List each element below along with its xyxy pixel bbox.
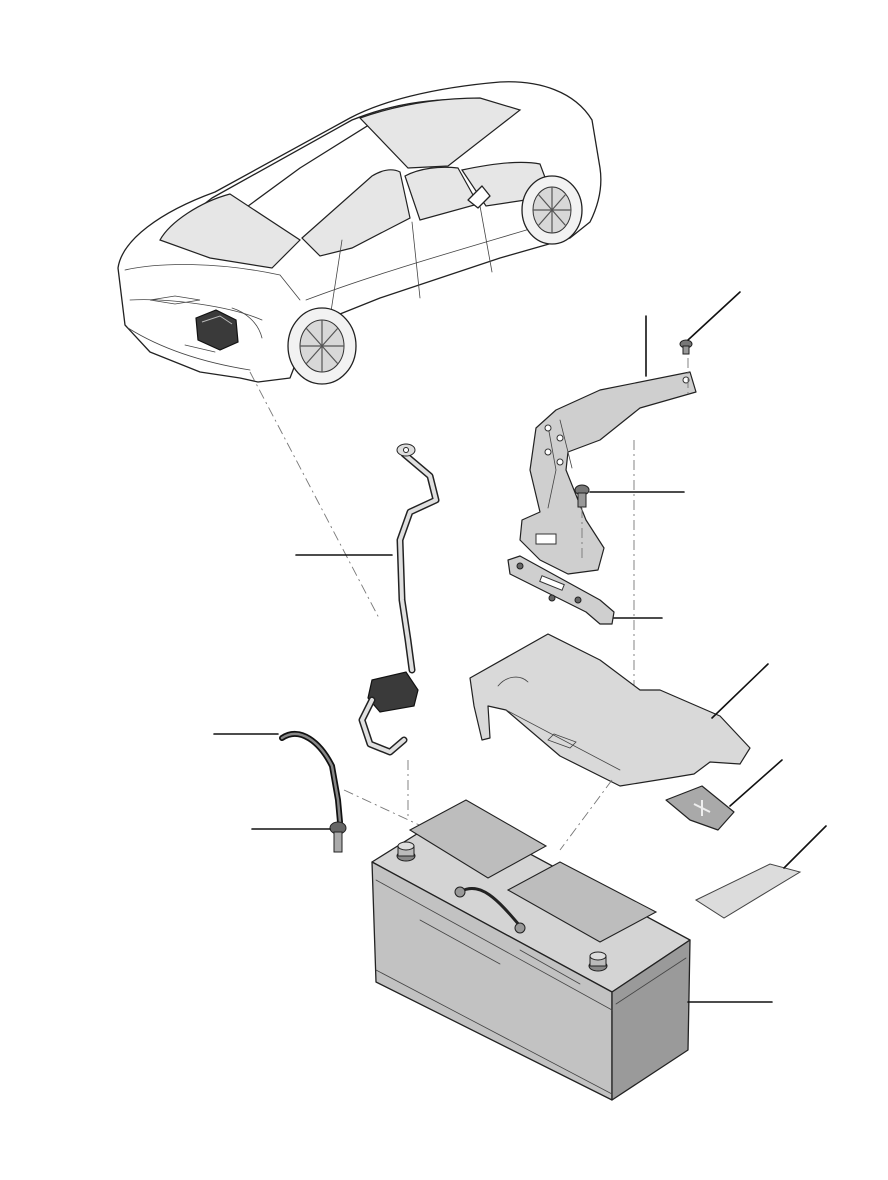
clamp-plate [507, 555, 615, 625]
ground-strap [279, 730, 343, 825]
battery-tray-cover [469, 633, 751, 787]
support-bracket [519, 371, 697, 575]
leader-tray-cover [711, 663, 769, 719]
bracket-screw-top [679, 339, 693, 355]
battery-cable [358, 443, 440, 756]
warning-label [694, 863, 802, 919]
battery [371, 799, 691, 1101]
terminal-cap [665, 785, 735, 831]
car-illustration [117, 81, 602, 385]
bracket-bolt [574, 484, 590, 508]
leader-lines [213, 291, 827, 1003]
leader-bracket-screw [687, 291, 741, 341]
leader-warning-label [783, 825, 827, 869]
leader-terminal-cap [729, 759, 783, 807]
negative-terminal [588, 951, 608, 972]
positive-terminal [396, 841, 416, 862]
ground-bolt [329, 821, 347, 853]
